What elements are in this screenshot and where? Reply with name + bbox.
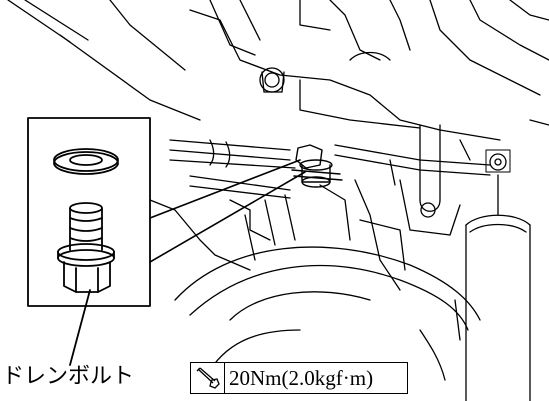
- drain-bolt-icon: [57, 202, 115, 293]
- washer-icon: [53, 148, 119, 175]
- drain-bolt-on-engine: [291, 144, 343, 188]
- torque-wrench-icon: [191, 363, 225, 393]
- torque-spec-box: 20Nm(2.0kgf·m): [190, 362, 408, 394]
- torque-value: 20Nm(2.0kgf·m): [229, 366, 374, 390]
- label-leader-line: [69, 289, 91, 366]
- drain-bolt-label: ドレンボルト: [2, 364, 135, 389]
- engine-block-lines: [7, 0, 549, 401]
